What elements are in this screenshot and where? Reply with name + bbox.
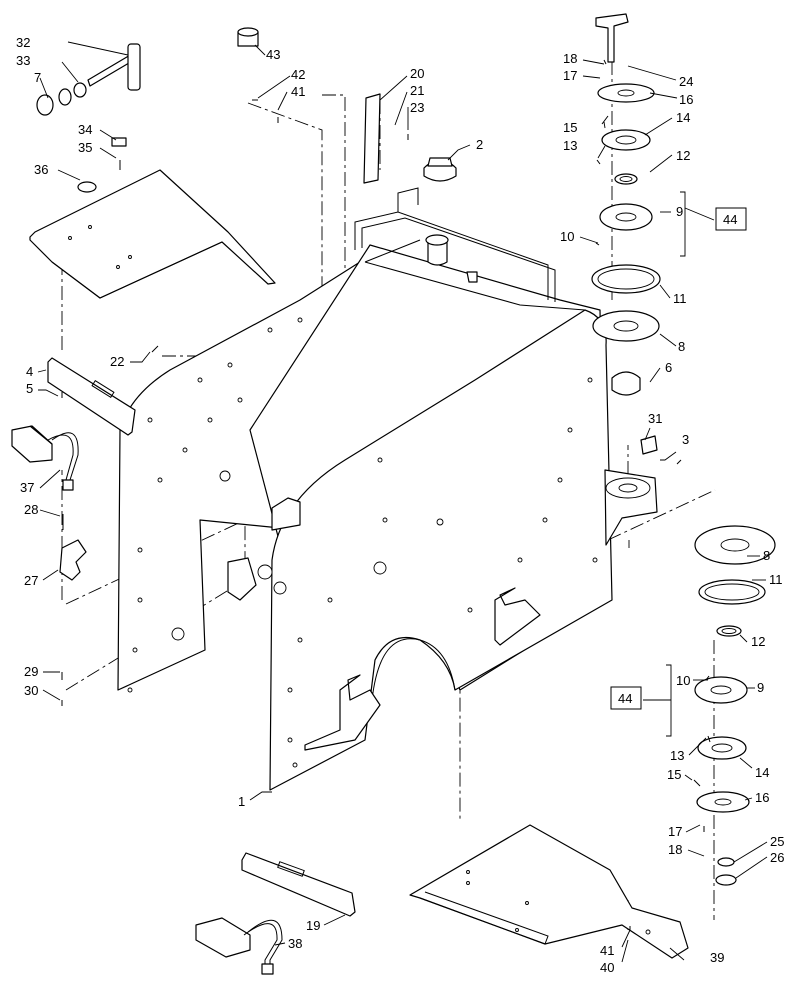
callout-17a: 17 — [563, 68, 577, 83]
callout-43: 43 — [266, 47, 280, 62]
callout-34: 34 — [78, 122, 92, 137]
callout-41b: 41 — [600, 943, 614, 958]
callout-23: 23 — [410, 100, 424, 115]
callout-9a: 9 — [676, 204, 683, 219]
lamp-37 — [11, 425, 79, 491]
right-stack-bottom — [694, 525, 776, 886]
callout-15a: 15 — [563, 120, 577, 135]
callout-41a: 41 — [291, 84, 305, 99]
callout-35: 35 — [78, 140, 92, 155]
callout-20: 20 — [410, 66, 424, 81]
plate-4 — [47, 357, 136, 436]
callout-14a: 14 — [676, 110, 690, 125]
callout-21: 21 — [410, 83, 424, 98]
callout-3: 3 — [682, 432, 689, 447]
callout-33: 33 — [16, 53, 30, 68]
callout-22: 22 — [110, 354, 124, 369]
small-screws — [61, 59, 711, 935]
plate-19 — [241, 852, 356, 917]
callout-1: 1 — [238, 794, 245, 809]
callout-31: 31 — [648, 411, 662, 426]
reference-box-bottom[interactable]: 44 — [610, 686, 642, 710]
callout-7: 7 — [34, 70, 41, 85]
callout-27: 27 — [24, 573, 38, 588]
callout-42: 42 — [291, 67, 305, 82]
callout-19: 19 — [306, 918, 320, 933]
callout-38: 38 — [288, 936, 302, 951]
callout-5: 5 — [26, 381, 33, 396]
reference-label-bottom: 44 — [618, 691, 632, 706]
callout-14b: 14 — [755, 765, 769, 780]
callout-8b: 8 — [763, 548, 770, 563]
callout-10a: 10 — [560, 229, 574, 244]
right-stack-top — [591, 13, 661, 455]
callout-10b: 10 — [676, 673, 690, 688]
bracket-27 — [59, 514, 87, 581]
fender-39 — [409, 824, 689, 959]
callout-37: 37 — [20, 480, 34, 495]
top-cover — [29, 169, 276, 299]
callout-11a: 11 — [673, 291, 687, 306]
callout-8a: 8 — [678, 339, 685, 354]
leader-lines — [37, 41, 768, 963]
callout-39: 39 — [710, 950, 724, 965]
reference-box-top[interactable]: 44 — [715, 207, 747, 231]
callout-6: 6 — [665, 360, 672, 375]
callout-2: 2 — [476, 137, 483, 152]
main-frame — [117, 187, 658, 791]
callout-labels: 1 2 3 4 5 6 7 8 8 9 9 10 10 11 11 12 12 … — [16, 35, 784, 975]
callout-26: 26 — [770, 850, 784, 865]
callout-13a: 13 — [563, 138, 577, 153]
callout-12a: 12 — [676, 148, 690, 163]
hardware-upper-left — [36, 27, 259, 147]
callout-15b: 15 — [667, 767, 681, 782]
callout-29: 29 — [24, 664, 38, 679]
callout-16a: 16 — [679, 92, 693, 107]
callout-9b: 9 — [757, 680, 764, 695]
callout-24: 24 — [679, 74, 693, 89]
cap-2 — [423, 157, 457, 182]
strip-20 — [363, 93, 381, 184]
callout-11b: 11 — [769, 572, 783, 587]
callout-17b: 17 — [668, 824, 682, 839]
callout-28: 28 — [24, 502, 38, 517]
lamp-38 — [195, 917, 283, 975]
callout-12b: 12 — [751, 634, 765, 649]
callout-16b: 16 — [755, 790, 769, 805]
callout-32: 32 — [16, 35, 30, 50]
callout-13b: 13 — [670, 748, 684, 763]
callout-36: 36 — [34, 162, 48, 177]
callout-18b: 18 — [668, 842, 682, 857]
callout-25: 25 — [770, 834, 784, 849]
reference-label-top: 44 — [723, 212, 737, 227]
callout-30: 30 — [24, 683, 38, 698]
callout-4: 4 — [26, 364, 33, 379]
callout-40: 40 — [600, 960, 614, 975]
callout-18a: 18 — [563, 51, 577, 66]
